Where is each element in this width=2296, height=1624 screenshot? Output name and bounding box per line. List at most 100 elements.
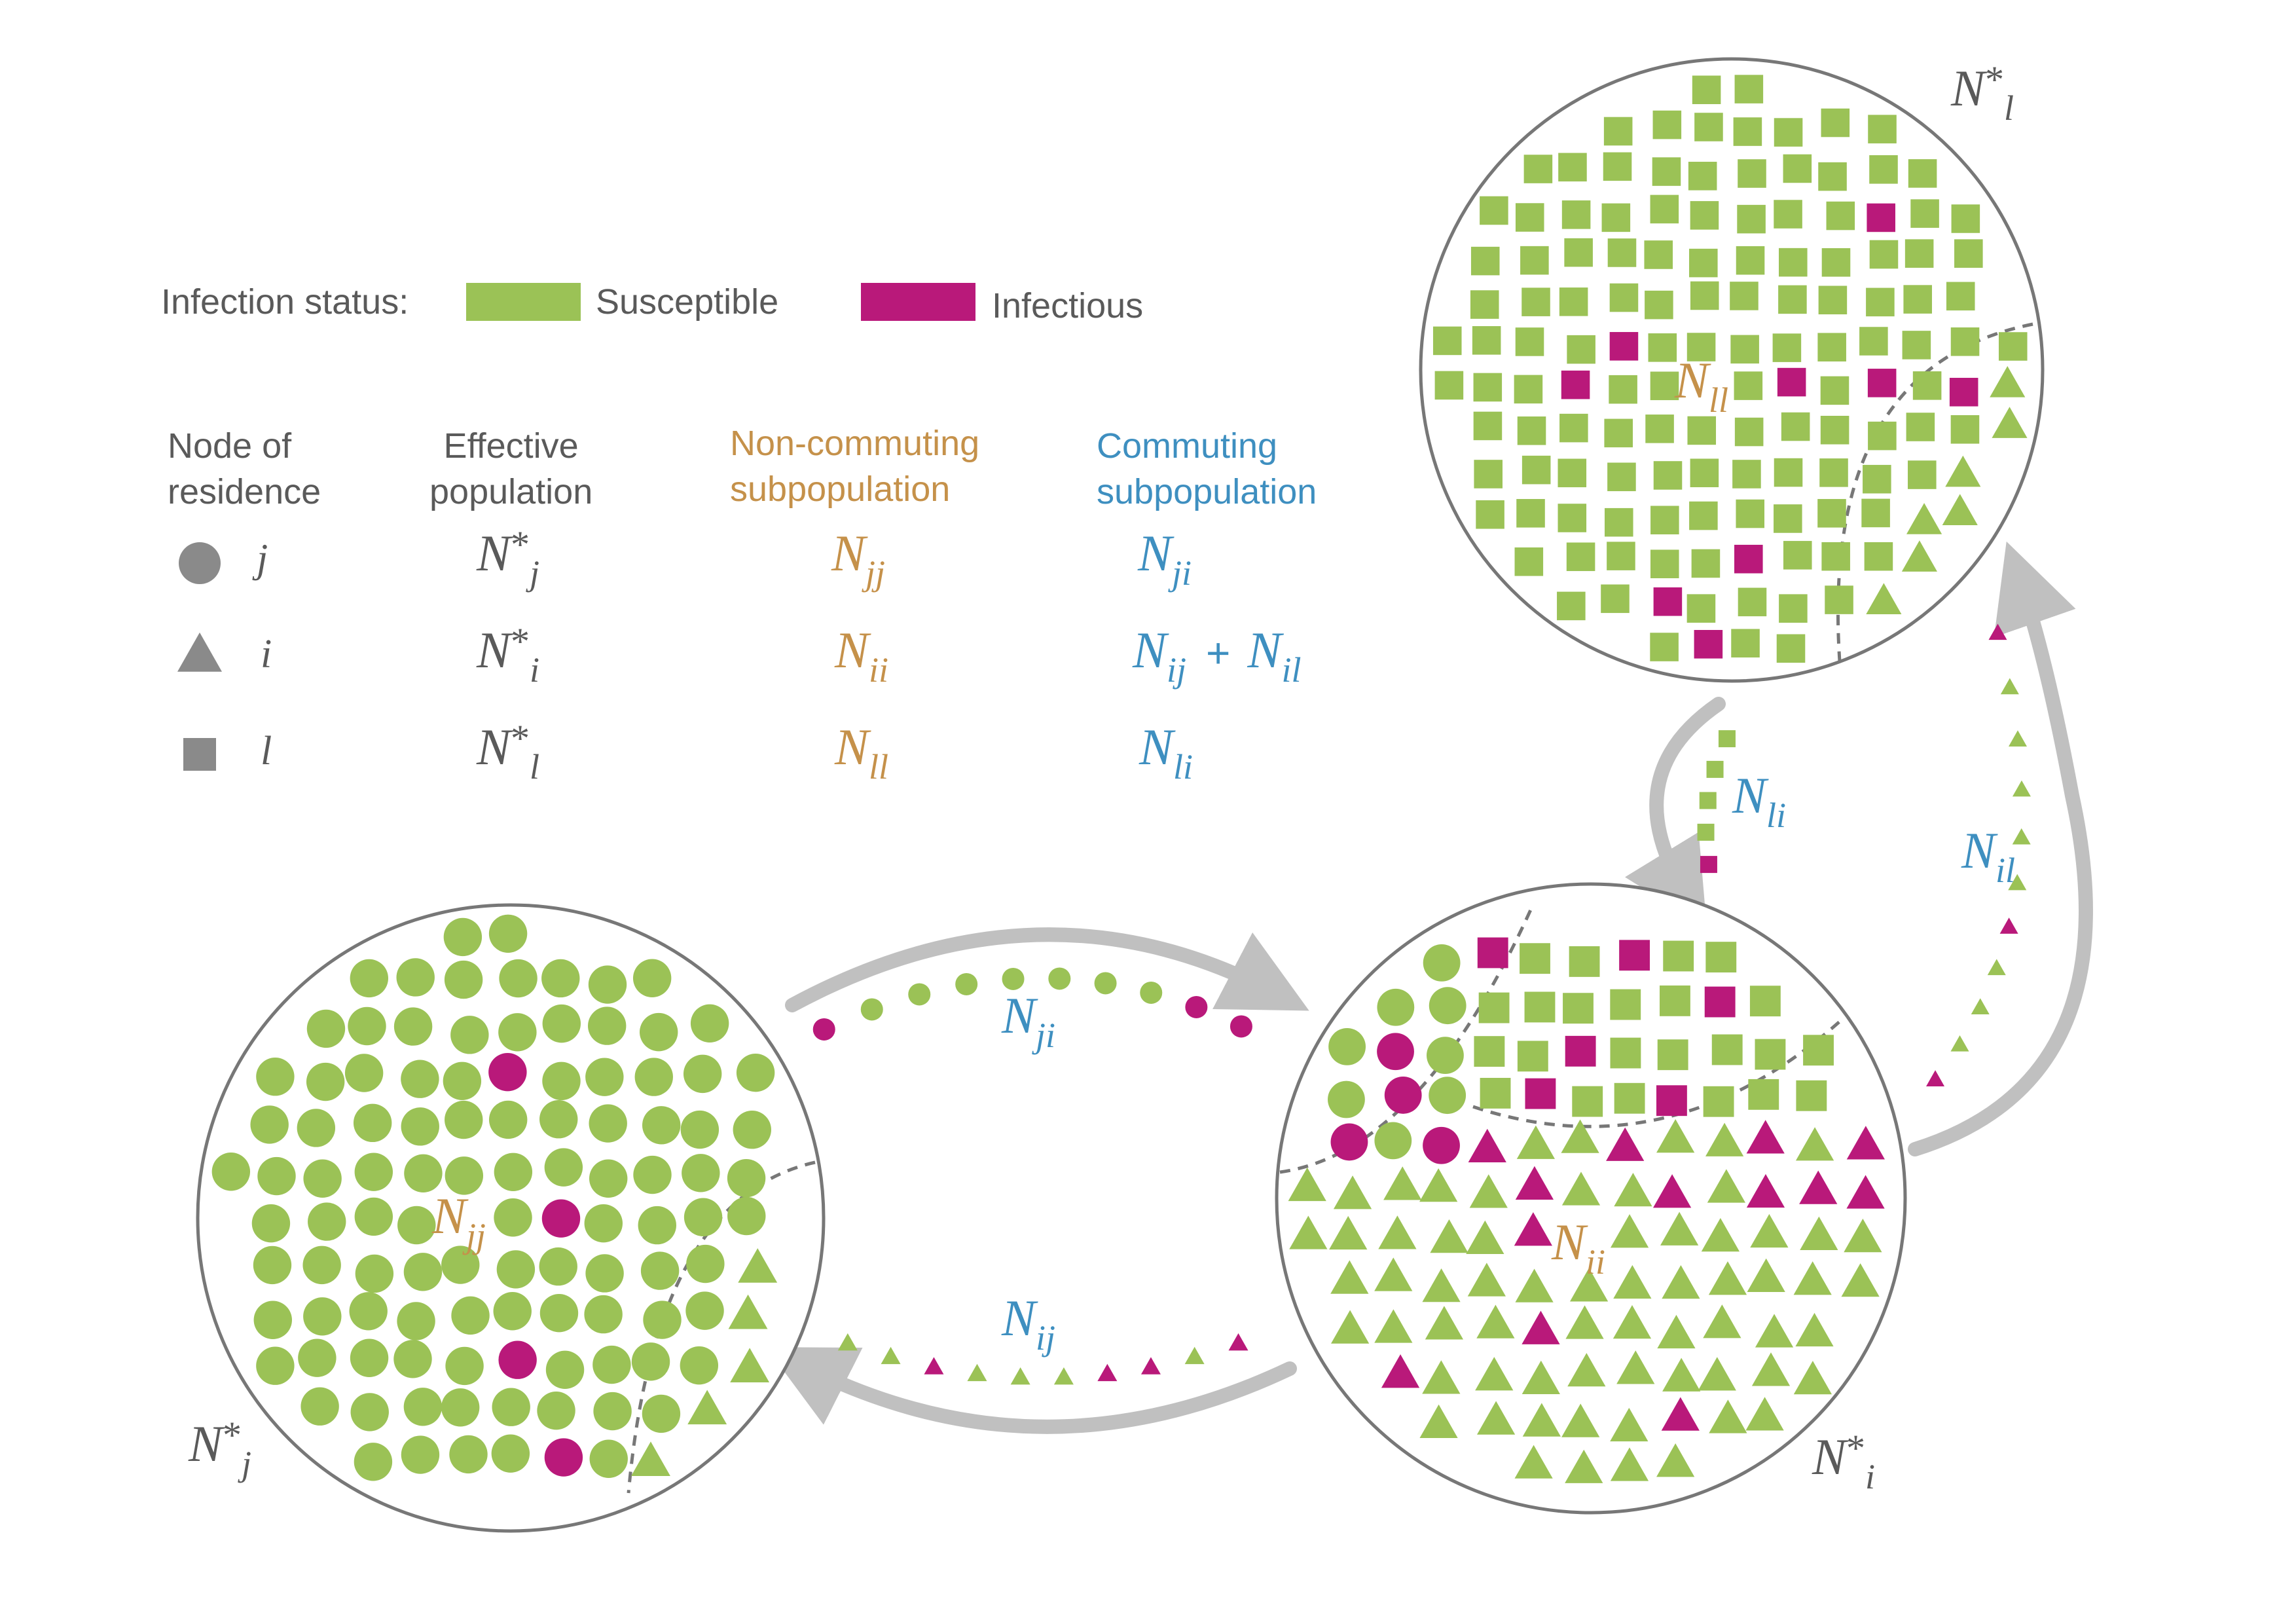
susceptible-circle <box>643 1301 682 1339</box>
susceptible-circle <box>587 1006 627 1045</box>
flow-il-commuter <box>2000 678 2019 695</box>
susceptible-circle <box>589 1104 627 1143</box>
susceptible-square <box>1691 549 1721 578</box>
susceptible-square <box>1520 943 1550 974</box>
susceptible-triangle <box>1419 1168 1458 1202</box>
flow-li-commuter <box>1697 823 1715 841</box>
flow-ji-commuter <box>1140 981 1163 1004</box>
susceptible-square <box>1601 203 1631 232</box>
susceptible-circle <box>1328 1028 1366 1065</box>
susceptible-square <box>1561 200 1591 229</box>
susceptible-triangle <box>1374 1257 1413 1291</box>
susceptible-square <box>1653 461 1683 490</box>
susceptible-square <box>1820 376 1850 405</box>
infectious-triangle <box>1746 1120 1785 1154</box>
susceptible-triangle <box>1901 540 1937 572</box>
susceptible-circle <box>397 1206 436 1245</box>
susceptible-circle <box>344 1054 384 1092</box>
susceptible-square <box>1563 993 1594 1024</box>
susceptible-square <box>1515 203 1544 232</box>
susceptible-circle <box>1328 1080 1365 1118</box>
susceptible-circle <box>686 1244 725 1283</box>
susceptible-square <box>1781 412 1810 441</box>
susceptible-triangle <box>1656 1443 1695 1477</box>
arrow-i-to-j <box>766 1347 1297 1434</box>
susceptible-square <box>1650 194 1679 224</box>
susceptible-square <box>1474 460 1503 489</box>
susceptible-circle <box>685 1291 724 1330</box>
susceptible-square <box>1864 542 1893 571</box>
legend-effective-pop: N*l <box>477 717 540 786</box>
susceptible-square <box>1660 985 1690 1016</box>
susceptible-square <box>1730 282 1758 310</box>
node-i-effective-label: N*i <box>1812 1427 1876 1496</box>
susceptible-circle <box>589 1159 628 1198</box>
susceptible-circle <box>589 1439 628 1478</box>
susceptible-square <box>1564 238 1593 267</box>
susceptible-triangle <box>1422 1360 1461 1394</box>
susceptible-triangle <box>1662 1357 1701 1392</box>
susceptible-triangle <box>1610 1214 1649 1248</box>
susceptible-triangle <box>1795 1127 1834 1161</box>
susceptible-circle <box>642 1394 681 1433</box>
susceptible-square <box>1567 335 1595 364</box>
susceptible-circle <box>537 1392 575 1430</box>
susceptible-circle <box>354 1153 393 1191</box>
susceptible-triangle <box>1422 1268 1461 1302</box>
susceptible-circle <box>634 1058 673 1096</box>
susceptible-circle <box>640 1251 680 1290</box>
susceptible-circle <box>253 1301 292 1339</box>
infectious-circle <box>541 1199 581 1238</box>
susceptible-circle <box>443 917 483 957</box>
susceptible-circle <box>350 1393 389 1431</box>
susceptible-circle <box>1427 1037 1464 1075</box>
susceptible-square <box>1748 1079 1779 1110</box>
flow-il-commuter <box>2008 874 2027 891</box>
susceptible-square <box>1755 1039 1786 1070</box>
susceptible-square <box>1998 332 2028 361</box>
susceptible-circle <box>354 1443 393 1481</box>
susceptible-triangle <box>1841 1263 1880 1297</box>
susceptible-circle <box>354 1197 393 1236</box>
susceptible-triangle <box>1333 1175 1372 1209</box>
susceptible-square <box>1861 498 1890 528</box>
susceptible-circle <box>301 1387 339 1426</box>
susceptible-square <box>1558 153 1587 182</box>
susceptible-triangle <box>1755 1314 1794 1348</box>
susceptible-triangle <box>1990 365 2026 397</box>
susceptible-circle <box>1429 1077 1467 1115</box>
susceptible-circle <box>585 1254 624 1293</box>
susceptible-triangle <box>1567 1353 1606 1387</box>
susceptible-square <box>1774 118 1803 147</box>
infectious-square <box>1619 940 1650 971</box>
legend-noncommuting-pop: Nll <box>835 718 889 786</box>
susceptible-square <box>1703 1086 1734 1117</box>
susceptible-square <box>1650 371 1679 401</box>
susceptible-circle <box>492 1388 530 1426</box>
flow-markers-layer <box>812 623 2031 1385</box>
susceptible-square <box>1868 115 1897 143</box>
infectious-triangle <box>1652 1174 1692 1208</box>
susceptible-square <box>1869 155 1898 184</box>
infectious-square <box>1867 203 1895 232</box>
susceptible-square <box>1480 1078 1511 1109</box>
susceptible-circle <box>298 1338 337 1377</box>
susceptible-circle <box>250 1105 289 1144</box>
susceptible-circle <box>494 1153 533 1191</box>
susceptible-circle <box>401 1435 440 1474</box>
flow-ij-commuter <box>1053 1367 1074 1385</box>
susceptible-circle <box>348 1006 386 1046</box>
susceptible-circle <box>539 1293 579 1333</box>
flow-ij-commuter <box>1140 1357 1161 1375</box>
infectious-triangle <box>1381 1354 1420 1388</box>
susceptible-triangle <box>1656 1119 1695 1153</box>
flow-ji-commuter <box>955 972 978 995</box>
susceptible-square <box>1470 290 1499 319</box>
legend-node-letter: l <box>261 729 272 773</box>
susceptible-circle <box>683 1054 722 1094</box>
susceptible-square <box>1779 248 1808 277</box>
nodes-layer <box>196 57 2045 1533</box>
susceptible-square <box>1686 333 1716 361</box>
susceptible-triangle <box>1467 1263 1506 1297</box>
